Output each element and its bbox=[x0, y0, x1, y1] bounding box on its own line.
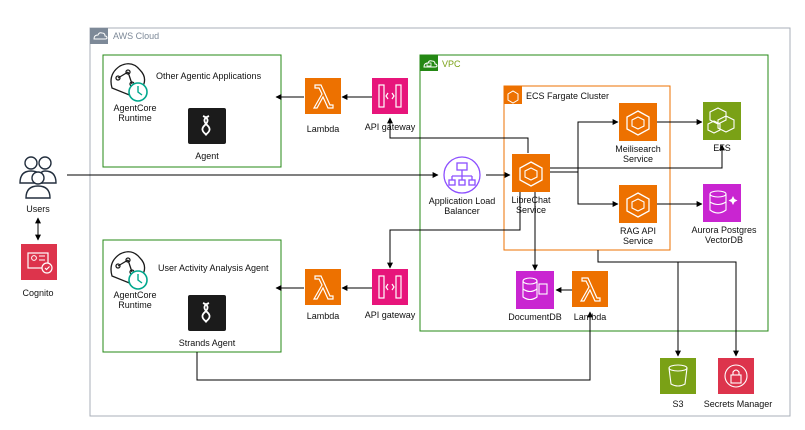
librechat-to-meilisearch-arrow bbox=[550, 119, 619, 173]
lambda-vpc-icon bbox=[572, 271, 608, 307]
meilisearch-label: Meilisearch Service bbox=[615, 144, 661, 164]
documentdb-icon bbox=[516, 271, 554, 309]
alb-label: Application Load Balancer bbox=[428, 196, 496, 216]
aurora-icon bbox=[703, 184, 741, 222]
secrets-manager-label: Secrets Manager bbox=[703, 399, 773, 409]
activity-agent-title: User Activity Analysis Agent bbox=[158, 263, 269, 273]
api-gateway-top-label: API gateway bbox=[364, 122, 416, 132]
api-gateway-bottom-icon bbox=[372, 269, 408, 305]
efs-label: EFS bbox=[713, 143, 731, 153]
agent-label-1: Agent bbox=[195, 151, 219, 161]
users-label: Users bbox=[26, 204, 50, 214]
agentcore-runtime-label-2: AgentCore Runtime bbox=[113, 290, 157, 310]
lambda-top-label: Lambda bbox=[306, 124, 340, 134]
aws-cloud-icon bbox=[90, 28, 108, 44]
cognito-label: Cognito bbox=[22, 288, 54, 298]
cluster-to-s3-arrow bbox=[597, 250, 681, 357]
strands-agent-icon bbox=[188, 295, 226, 331]
vpc-icon bbox=[420, 55, 438, 71]
ecs-cluster-title: ECS Fargate Cluster bbox=[526, 91, 610, 101]
aws-cloud-group bbox=[89, 27, 791, 417]
api-gateway-bottom-label: API gateway bbox=[364, 310, 416, 320]
vpc-title: VPC bbox=[442, 59, 461, 69]
agentcore-runtime-label-1: AgentCore Runtime bbox=[113, 103, 157, 123]
cluster-to-secrets-arrow bbox=[678, 261, 739, 357]
secrets-manager-icon bbox=[718, 358, 754, 394]
users-icon bbox=[19, 156, 57, 199]
librechat-to-efs-arrow bbox=[550, 144, 725, 169]
activity-agent-box bbox=[102, 239, 282, 353]
agentcore-runtime-icon-1 bbox=[110, 63, 148, 102]
s3-icon bbox=[660, 358, 696, 394]
aurora-label: Aurora Postgres VectorDB bbox=[691, 225, 757, 245]
librechat-to-rag-arrow bbox=[577, 172, 619, 207]
agent-to-lambda-vpc-arrow bbox=[196, 311, 593, 381]
agentcore-runtime-icon-2 bbox=[110, 251, 148, 290]
agent-icon-1 bbox=[188, 108, 226, 144]
lambda-vpc-label: Lambda bbox=[573, 312, 607, 322]
rag-api-label: RAG API Service bbox=[619, 226, 656, 246]
ecs-cluster-icon bbox=[504, 86, 522, 104]
aws-cloud-title: AWS Cloud bbox=[113, 31, 160, 41]
librechat-to-api-top-arrow bbox=[387, 117, 529, 153]
strands-agent-label: Strands Agent bbox=[178, 338, 236, 348]
librechat-service-icon bbox=[512, 154, 550, 192]
lambda-bottom-label: Lambda bbox=[306, 311, 340, 321]
s3-label: S3 bbox=[672, 399, 684, 409]
other-agentic-apps-box bbox=[102, 54, 282, 168]
vpc-group bbox=[419, 54, 769, 332]
alb-icon bbox=[443, 156, 481, 194]
librechat-label: LibreChat Service bbox=[511, 195, 551, 215]
librechat-to-api-bottom-arrow bbox=[387, 192, 521, 269]
meilisearch-service-icon bbox=[619, 103, 657, 141]
cognito-icon bbox=[21, 244, 57, 280]
api-gateway-top-icon bbox=[372, 78, 408, 114]
efs-icon bbox=[703, 102, 741, 140]
rag-api-service-icon bbox=[619, 185, 657, 223]
documentdb-label: DocumentDB bbox=[508, 312, 562, 322]
lambda-top-icon bbox=[305, 78, 341, 114]
lambda-bottom-icon bbox=[305, 269, 341, 305]
other-apps-title: Other Agentic Applications bbox=[156, 71, 262, 81]
